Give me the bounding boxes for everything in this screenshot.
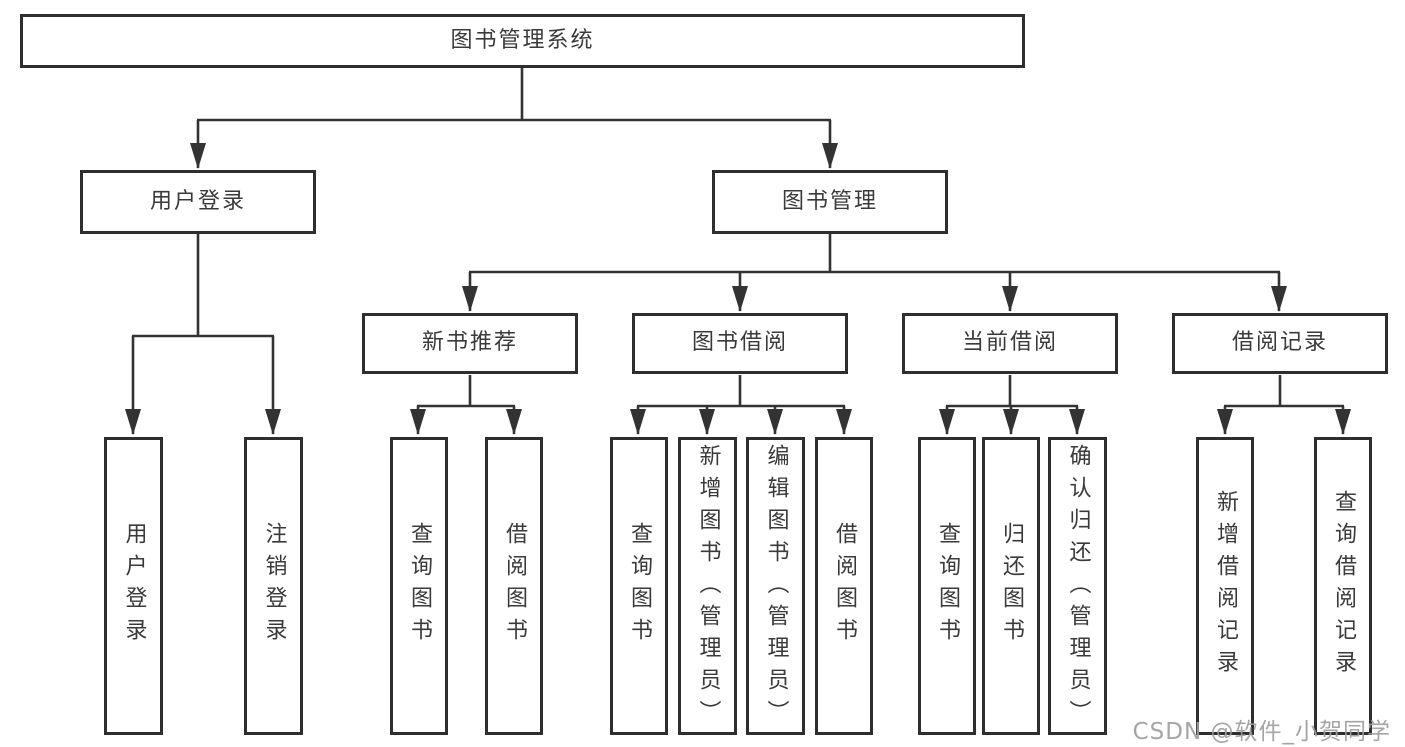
csdn-watermark: CSDN @软件_小贺同学	[1132, 719, 1391, 745]
node-label: 图书管理	[781, 188, 878, 214]
node-library-system: 图书管理系统	[20, 14, 1025, 68]
node-label: 查询借阅记录	[1331, 490, 1356, 682]
node-label: 图书借阅	[691, 330, 788, 356]
node-label: 借阅图书	[502, 522, 527, 650]
node-leaf-borrow-books: 借阅图书	[815, 437, 873, 735]
node-book-management: 图书管理	[712, 170, 948, 234]
node-label: 当前借阅	[961, 330, 1058, 356]
node-label: 查询图书	[627, 522, 652, 650]
node-new-book-recommend: 新书推荐	[362, 313, 578, 374]
node-label: 借阅图书	[832, 522, 857, 650]
node-current-borrowing: 当前借阅	[902, 313, 1118, 374]
node-leaf-add-borrow-record: 新增借阅记录	[1196, 437, 1254, 735]
node-leaf-add-books-admin: 新增图书（管理员）	[678, 437, 737, 735]
node-leaf-query-books-current: 查询图书	[918, 437, 976, 735]
node-label: 确认归还（管理员）	[1065, 444, 1091, 732]
node-label: 新书推荐	[421, 330, 518, 356]
node-user-login: 用户登录	[80, 170, 316, 234]
node-book-borrowing: 图书借阅	[632, 313, 848, 374]
node-leaf-query-books-borrowing: 查询图书	[610, 437, 668, 735]
node-borrow-records: 借阅记录	[1172, 313, 1388, 374]
node-label: 归还图书	[999, 522, 1024, 650]
node-label: 注销登录	[261, 522, 287, 650]
node-label: 用户登录	[121, 522, 147, 650]
node-label: 借阅记录	[1231, 330, 1328, 356]
node-label: 新增图书（管理员）	[695, 444, 721, 732]
node-leaf-borrow-books-recommend: 借阅图书	[485, 437, 543, 735]
node-label: 图书管理系统	[450, 27, 595, 53]
node-label: 查询图书	[407, 522, 432, 650]
node-leaf-return-books: 归还图书	[982, 437, 1040, 735]
node-leaf-edit-books-admin: 编辑图书（管理员）	[746, 437, 805, 735]
node-label: 编辑图书（管理员）	[763, 444, 789, 732]
node-label: 查询图书	[935, 522, 960, 650]
node-leaf-query-books-recommend: 查询图书	[390, 437, 448, 735]
node-label: 用户登录	[149, 188, 246, 214]
node-label: 新增借阅记录	[1213, 490, 1238, 682]
node-leaf-confirm-return-admin: 确认归还（管理员）	[1048, 437, 1107, 735]
node-leaf-user-login: 用户登录	[104, 437, 163, 735]
node-leaf-query-borrow-record: 查询借阅记录	[1314, 437, 1372, 735]
node-leaf-logout: 注销登录	[244, 437, 303, 735]
